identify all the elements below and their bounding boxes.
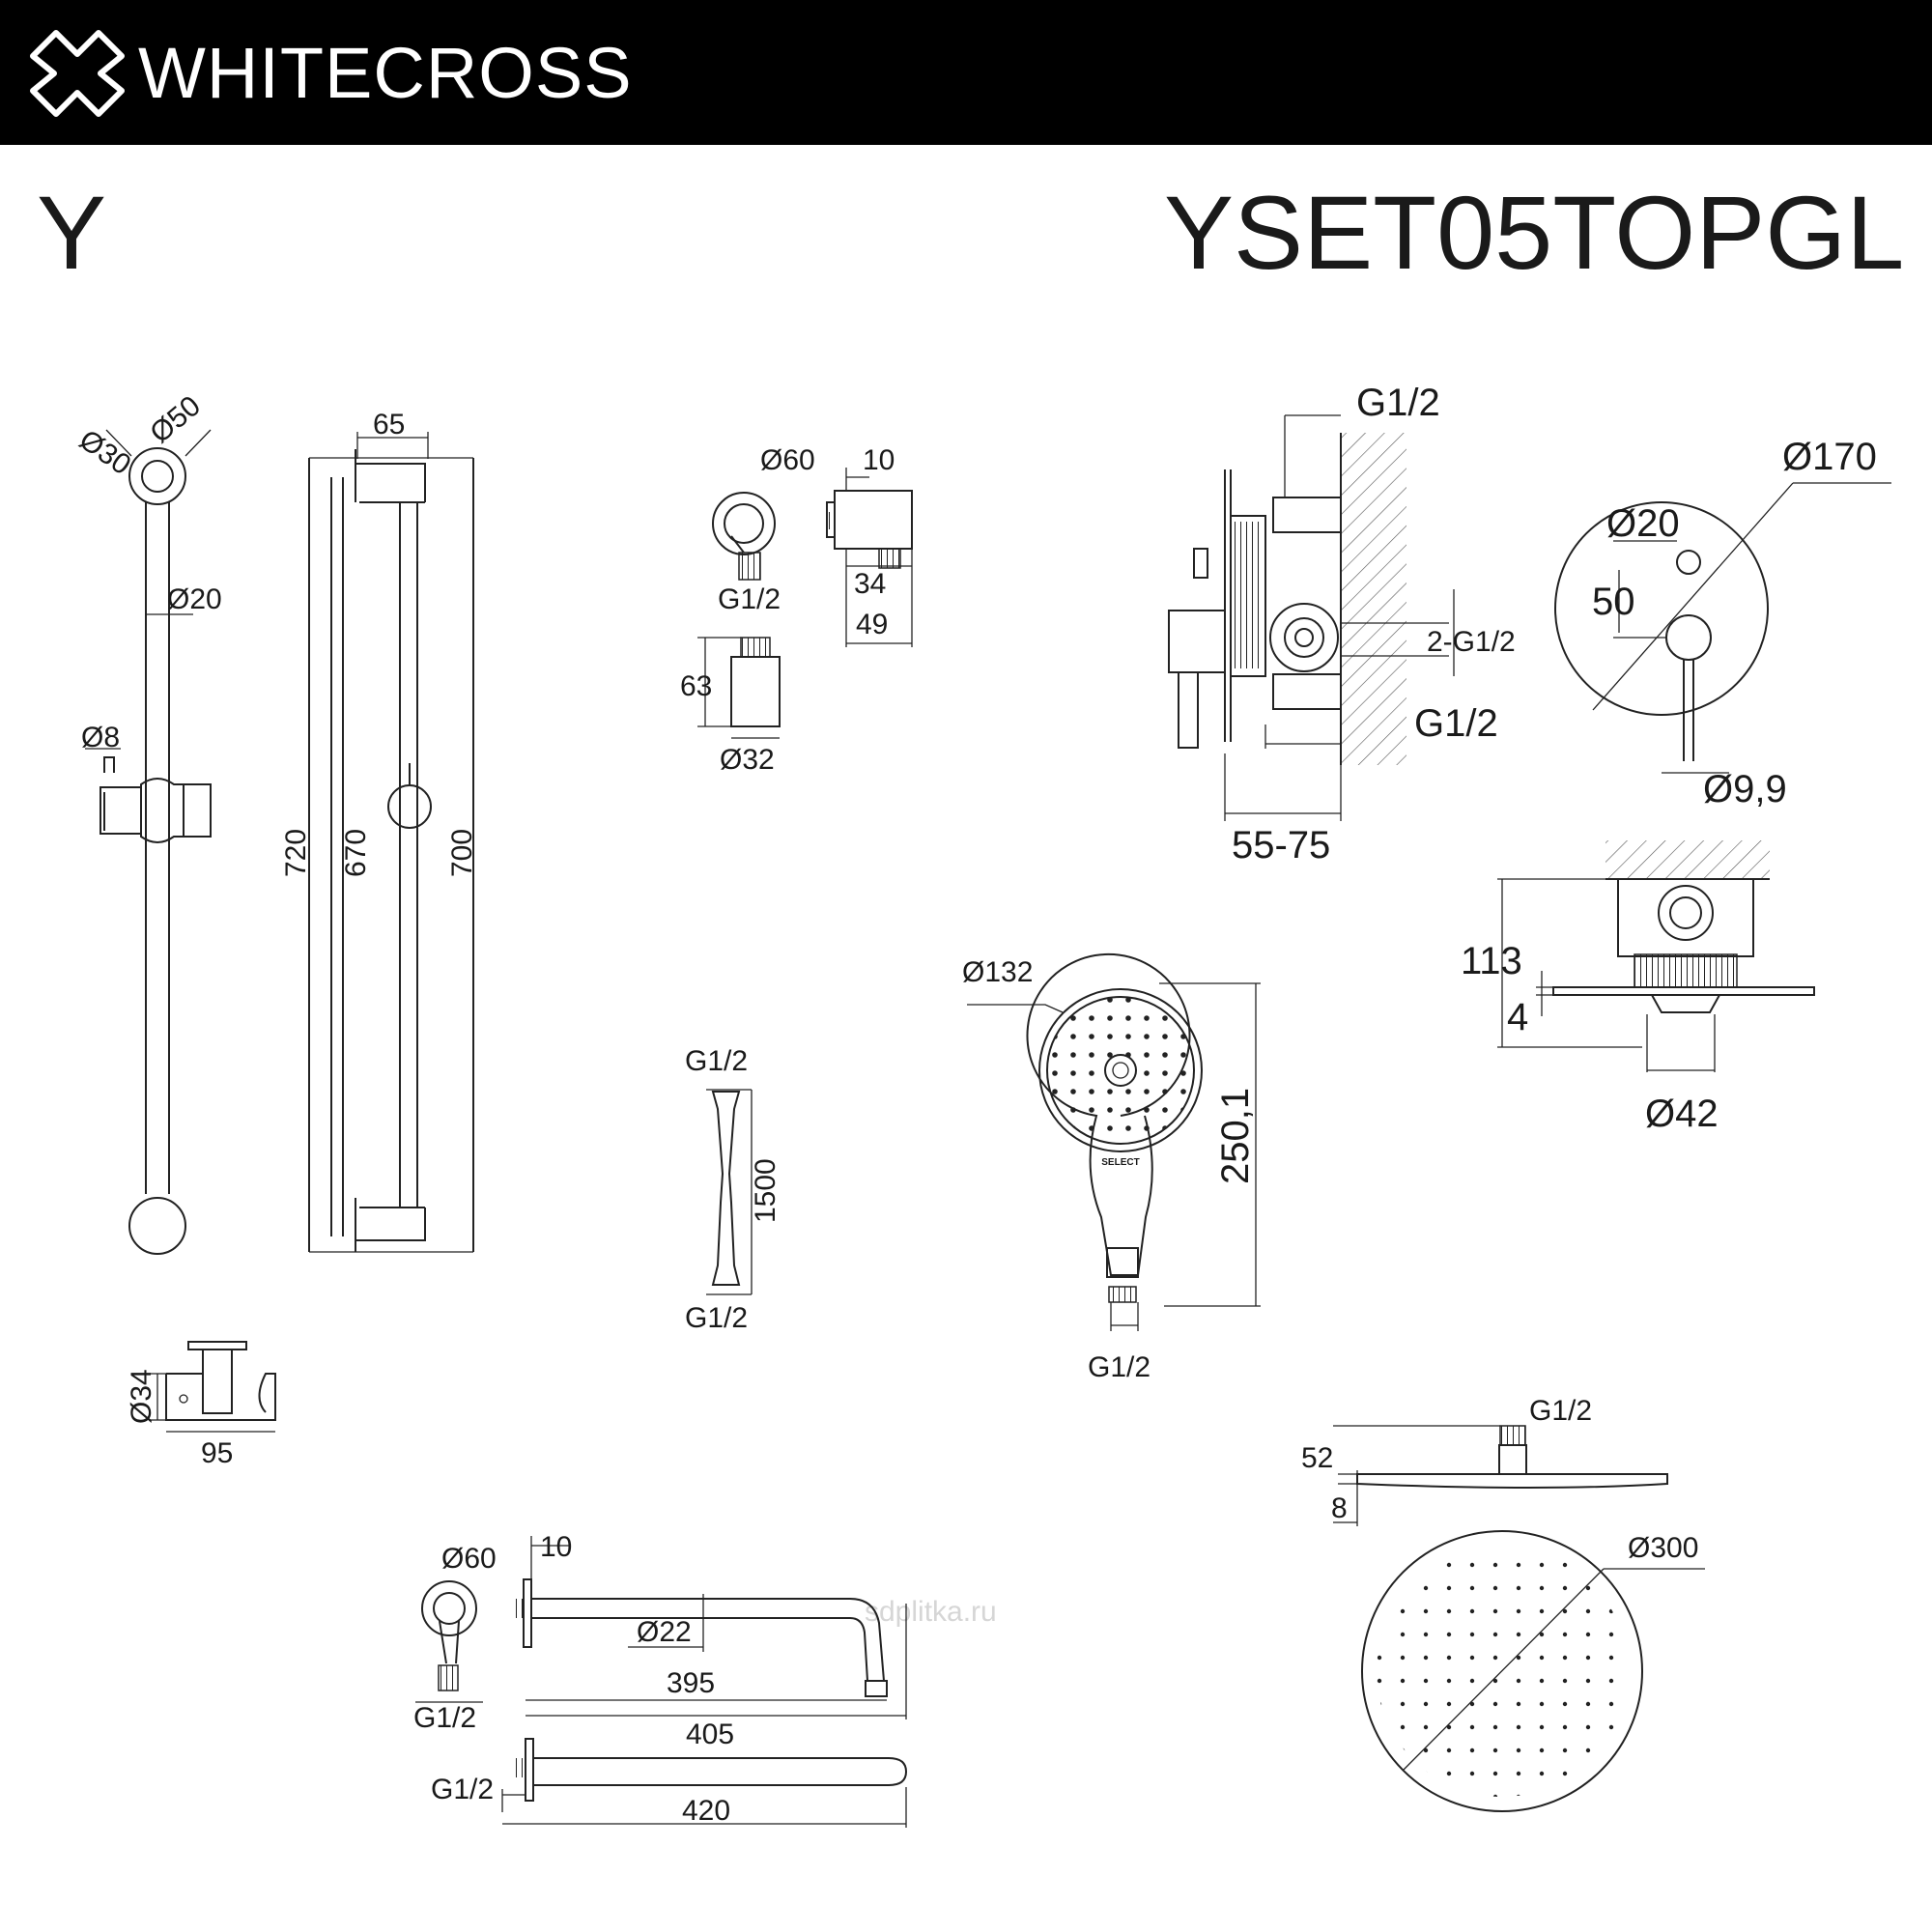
dim-outlet-g12: G1/2 <box>718 583 781 615</box>
dim-outlet-34: 34 <box>854 568 886 600</box>
dim-bar-d50: Ø50 <box>144 390 207 450</box>
dim-outlet-10: 10 <box>863 444 895 476</box>
dim-plate-d20: Ø20 <box>1606 502 1680 545</box>
dim-hand-250: 250,1 <box>1214 1088 1257 1184</box>
dim-bar-d8: Ø8 <box>81 722 120 753</box>
cover-plate-front <box>1554 482 1891 774</box>
dim-bar-d20: Ø20 <box>167 583 222 615</box>
dim-plate-50: 50 <box>1592 581 1635 623</box>
dim-outlet-49: 49 <box>856 609 888 640</box>
slide-bar-side-view <box>308 432 474 1253</box>
dim-outlet-d32: Ø32 <box>720 744 775 776</box>
dim-spout-420: 420 <box>682 1795 730 1827</box>
dim-side-113: 113 <box>1461 940 1522 982</box>
dim-holder-95: 95 <box>201 1437 233 1469</box>
dim-outlet-63: 63 <box>680 670 712 702</box>
concealed-valve-section <box>1168 414 1455 821</box>
dim-head-d300: Ø300 <box>1628 1532 1698 1564</box>
dim-valve-g12-top: G1/2 <box>1356 382 1440 424</box>
dim-arm-d22: Ø22 <box>637 1616 692 1648</box>
overhead-shower-side <box>1333 1425 1668 1526</box>
dim-arm-d60: Ø60 <box>441 1543 497 1575</box>
dim-hand-d132: Ø132 <box>962 956 1033 988</box>
dim-side-4: 4 <box>1507 996 1528 1038</box>
dim-holder-d34: Ø34 <box>126 1369 157 1424</box>
series-label: Y <box>37 174 107 291</box>
dim-head-52: 52 <box>1301 1442 1333 1474</box>
dim-head-8: 8 <box>1331 1492 1348 1524</box>
dim-hose-1500: 1500 <box>750 1158 781 1223</box>
wall-outlet <box>697 468 913 739</box>
dim-bar-d30: Ø30 <box>73 424 136 482</box>
dim-spout-g12: G1/2 <box>431 1774 494 1805</box>
dim-arm-g12: G1/2 <box>413 1702 476 1734</box>
dim-valve-g12-bottom: G1/2 <box>1414 702 1498 745</box>
dim-hose-g12-bottom: G1/2 <box>685 1302 748 1334</box>
dim-arm-10: 10 <box>540 1531 572 1563</box>
dim-valve-55-75: 55-75 <box>1232 824 1330 867</box>
dim-hand-g12: G1/2 <box>1088 1351 1151 1383</box>
shower-arm <box>415 1536 907 1719</box>
dim-bar-65: 65 <box>373 409 405 440</box>
hand-shower-brand: SELECT <box>1101 1157 1139 1168</box>
dim-valve-2g12: 2-G1/2 <box>1427 626 1516 658</box>
dim-plate-d170: Ø170 <box>1782 436 1877 478</box>
dim-bar-670: 670 <box>340 829 372 877</box>
overhead-shower-top <box>1361 1530 1705 1812</box>
whitecross-logo-icon <box>30 30 125 117</box>
dim-head-g12: G1/2 <box>1529 1395 1592 1427</box>
dim-outlet-d60: Ø60 <box>760 444 815 476</box>
dim-bar-700: 700 <box>446 829 478 877</box>
valve-side-view <box>1497 840 1815 1072</box>
dim-plate-d99: Ø9,9 <box>1703 768 1787 810</box>
dim-bar-720: 720 <box>280 829 312 877</box>
bath-spout <box>501 1738 908 1828</box>
slide-bar-front-view <box>85 429 212 1255</box>
hand-shower: SELECT <box>967 952 1261 1331</box>
watermark: sdplitka.ru <box>865 1596 997 1628</box>
model-number: YSET05TOPGL <box>1164 174 1905 291</box>
dim-arm-395: 395 <box>667 1667 715 1699</box>
shower-hose <box>706 1089 753 1295</box>
dim-hose-g12-top: G1/2 <box>685 1045 748 1077</box>
header-bar: WHITECROSS <box>0 0 1932 145</box>
dim-side-d42: Ø42 <box>1645 1093 1719 1135</box>
hand-shower-holder <box>150 1341 276 1433</box>
brand-name: WHITECROSS <box>138 33 633 113</box>
dim-arm-405: 405 <box>686 1719 734 1750</box>
